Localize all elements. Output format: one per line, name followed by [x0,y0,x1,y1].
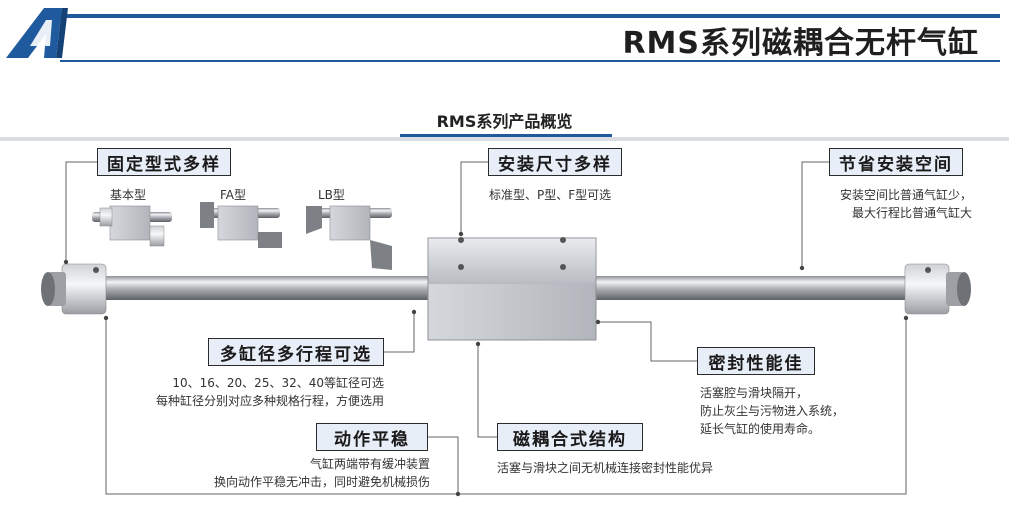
feature-desc-space-line: 安装空间比普通气缸少， [839,188,972,202]
feature-label-bore: 多缸径多行程可选 [208,338,384,366]
feature-label-smooth: 动作平稳 [316,423,428,451]
feature-desc-seal: 活塞腔与滑块隔开， 防止灰尘与污物进入系统， 延长气缸的使用寿命。 [700,384,844,438]
brand-logo-icon [6,8,68,58]
feature-desc-bore: 10、16、20、25、32、40等缸径可选 每种缸径分别对应多种规格行程，方便… [100,374,384,410]
variant-basic-illustration [92,205,172,247]
feature-desc-space-line: 最大行程比普通气缸大 [851,206,972,220]
header-decoration [6,8,1000,62]
variant-label-lb: LB型 [318,188,345,202]
variant-lb-illustration [306,205,392,270]
feature-desc-smooth-line: 气缸两端带有缓冲装置 [309,457,430,471]
page-header: RMS系列磁耦合无杆气缸 [0,0,1009,70]
feature-desc-bore-line: 10、16、20、25、32、40等缸径可选 [172,376,384,390]
left-end-cap [41,263,107,315]
feature-desc-seal-line: 活塞腔与滑块隔开， [700,386,809,400]
feature-desc-seal-line: 防止灰尘与污物进入系统， [700,404,845,418]
feature-label-seal: 密封性能佳 [697,347,815,375]
variant-label-basic: 基本型 [110,188,147,202]
feature-label-magnetic: 磁耦合式结构 [497,423,643,451]
slider-block [427,237,597,341]
feature-desc-bore-line: 每种缸径分别对应多种规格行程，方便选用 [155,394,384,408]
feature-label-install: 安装尺寸多样 [488,148,622,176]
page-title: RMS系列磁耦合无杆气缸 [622,26,979,61]
feature-desc-magnetic: 活塞与滑块之间无机械连接密封性能优异 [497,461,714,475]
right-end-cap [904,263,971,315]
divider-band [0,137,1009,141]
section-title-underline [400,134,612,138]
feature-label-mounting: 固定型式多样 [97,148,231,176]
feature-label-space: 节省安装空间 [829,148,963,176]
feature-desc-install: 标准型、P型、F型可选 [489,188,612,202]
feature-desc-seal-line: 延长气缸的使用寿命。 [700,422,821,436]
variant-label-fa: FA型 [220,188,247,202]
feature-desc-smooth: 气缸两端带有缓冲装置 换向动作平稳无冲击，同时避免机械损伤 [160,455,430,491]
variant-fa-illustration [200,202,282,248]
leader-lines [63,161,909,497]
feature-desc-space: 安装空间比普通气缸少， 最大行程比普通气缸大 [800,186,972,222]
feature-desc-smooth-line: 换向动作平稳无冲击，同时避免机械损伤 [213,475,430,489]
section-title: RMS系列产品概览 [436,112,573,131]
